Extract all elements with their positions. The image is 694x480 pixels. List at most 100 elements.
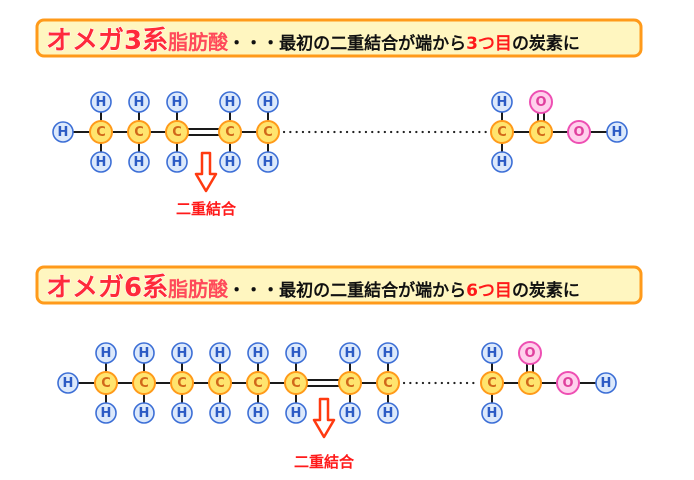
- omega3-banner: オメガ3系脂肪酸・・・最初の二重結合が端から3つ目の炭素に: [35, 18, 643, 58]
- omega3-carbon-1-circle: [89, 120, 113, 144]
- omega3-carbon-2: C: [127, 120, 151, 144]
- omega3-banner-box: [35, 18, 643, 58]
- omega6-carbon-8-h-top: H: [377, 342, 399, 364]
- omega3-carbon-1-h-top-label: H: [96, 95, 107, 110]
- omega6-carbon-1-h-top-circle: [95, 342, 117, 364]
- omega3-carbon-1-h-bottom: H: [90, 151, 112, 173]
- omega3-carbon-1-h-top: H: [90, 91, 112, 113]
- omega3-acid-label: 脂肪酸: [168, 30, 229, 54]
- omega6-carbon-6-h-top-label: H: [291, 346, 302, 361]
- omega6-carbon-6-h-bottom-label: H: [291, 406, 302, 421]
- omega6-carbon-4-circle: [208, 371, 232, 395]
- omega6-carbon-2: C: [132, 371, 156, 395]
- omega3-carbon-terminal: C: [490, 120, 514, 144]
- omega6-hydroxyl-oxygen-label: O: [562, 376, 573, 391]
- omega3-carbon-terminal-label: C: [497, 125, 507, 140]
- omega6-carbon-7: C: [338, 371, 362, 395]
- omega6-carbon-terminal-h-top-circle: [481, 342, 503, 364]
- omega3-carbon-terminal-h-bottom-label: H: [497, 155, 508, 170]
- omega6-carbonyl-oxygen-label: O: [524, 346, 535, 361]
- omega3-h-start-label: H: [58, 125, 69, 140]
- omega3-carbon-5: C: [256, 120, 280, 144]
- omega6-carbon-2-h-top-circle: [133, 342, 155, 364]
- omega6-carbon-5: C: [246, 371, 270, 395]
- omega6-carbon-terminal: C: [480, 371, 504, 395]
- omega6-carbon-7-h-bottom-label: H: [345, 406, 356, 421]
- omega6-carbon-3-h-top: H: [171, 342, 193, 364]
- omega3-title: オメガ3系脂肪酸・・・最初の二重結合が端から3つ目の炭素に: [46, 26, 580, 56]
- omega3-carbon-1-label: C: [96, 125, 106, 140]
- omega6-carbon-8: C: [376, 371, 400, 395]
- omega6-carboxyl-carbon: C: [518, 371, 542, 395]
- omega3-carbon-4-h-top-label: H: [225, 95, 236, 110]
- omega6-banner-box: [35, 265, 643, 305]
- omega6-hydroxyl-hydrogen-circle: [595, 372, 617, 394]
- omega3-carbon-2-h-bottom-label: H: [134, 155, 145, 170]
- omega6-carbon-8-h-top-label: H: [383, 346, 394, 361]
- omega6-carbon-terminal-h-bottom: H: [481, 402, 503, 424]
- omega6-carbon-7-h-top: H: [339, 342, 361, 364]
- omega3-carbon-3-h-top-label: H: [172, 95, 183, 110]
- omega6-carbon-1: C: [94, 371, 118, 395]
- omega3-carbon-2-h-bottom: H: [128, 151, 150, 173]
- omega3-double-bond-arrow: [194, 151, 218, 193]
- omega3-carbon-2-label: C: [134, 125, 144, 140]
- omega3-carbonyl-oxygen: O: [529, 90, 553, 114]
- omega6-carbon-4-h-top-circle: [209, 342, 231, 364]
- omega3-carbon-5-h-top-circle: [257, 91, 279, 113]
- omega6-carbon-4-h-bottom-label: H: [215, 406, 226, 421]
- omega3-double-bond-callout: 二重結合: [176, 151, 237, 218]
- omega3-h-start-circle: [52, 121, 74, 143]
- omega3-double-bond-label: 二重結合: [176, 200, 237, 218]
- omega6-carbon-7-h-top-label: H: [345, 346, 356, 361]
- omega3-h-start: H: [52, 121, 74, 143]
- omega6-carbon-5-label: C: [253, 376, 263, 391]
- omega3-label: オメガ3系: [46, 26, 168, 56]
- omega6-carbon-1-h-bottom-label: H: [101, 406, 112, 421]
- omega3-carbon-terminal-h-top: H: [491, 91, 513, 113]
- omega6-carbon-terminal-label: C: [487, 376, 497, 391]
- omega3-carbon-4: C: [218, 120, 242, 144]
- omega6-hydroxyl-oxygen-circle: [556, 371, 580, 395]
- omega6-carbon-5-h-bottom: H: [247, 402, 269, 424]
- omega6-carbon-1-h-top: H: [95, 342, 117, 364]
- omega3-carbon-2-h-top-circle: [128, 91, 150, 113]
- omega6-carbonyl-oxygen-circle: [518, 341, 542, 365]
- omega3-carbon-5-label: C: [263, 125, 273, 140]
- omega6-carbon-terminal-h-bottom-circle: [481, 402, 503, 424]
- omega6-carbon-2-label: C: [139, 376, 149, 391]
- omega3-carbon-5-circle: [256, 120, 280, 144]
- omega3-carbon-4-h-bottom-circle: [219, 151, 241, 173]
- omega3-desc-emphasis: 3つ目: [466, 34, 512, 54]
- omega6-carbon-7-circle: [338, 371, 362, 395]
- omega6-carbon-3-circle: [170, 371, 194, 395]
- omega6-h-start-circle: [57, 372, 79, 394]
- omega3-carbon-1-h-bottom-label: H: [96, 155, 107, 170]
- omega3-carbon-1: C: [89, 120, 113, 144]
- omega3-carbon-3-h-bottom-circle: [166, 151, 188, 173]
- omega3-carbon-5-h-top-label: H: [263, 95, 274, 110]
- omega6-carbon-terminal-circle: [480, 371, 504, 395]
- omega6-carbon-terminal-h-top-label: H: [487, 346, 498, 361]
- omega3-hydroxyl-hydrogen: H: [606, 121, 628, 143]
- omega6-hydroxyl-hydrogen-label: H: [601, 376, 612, 391]
- omega3-carbon-2-h-top-label: H: [134, 95, 145, 110]
- omega3-hydroxyl-oxygen-circle: [567, 120, 591, 144]
- omega6-double-bond-label: 二重結合: [294, 453, 355, 471]
- omega6-carbon-4-label: C: [215, 376, 225, 391]
- omega6-desc-emphasis: 6つ目: [466, 281, 512, 301]
- omega6-carbon-8-h-bottom-circle: [377, 402, 399, 424]
- omega6-carbon-7-h-top-circle: [339, 342, 361, 364]
- omega3-hydroxyl-hydrogen-label: H: [612, 125, 623, 140]
- omega3-carbon-3-label: C: [172, 125, 182, 140]
- omega6-desc-pre: ・・・最初の二重結合が端から: [228, 280, 466, 301]
- omega6-carbon-5-h-bottom-label: H: [253, 406, 264, 421]
- omega3-carbon-4-h-top-circle: [219, 91, 241, 113]
- omega6-carbon-4-h-bottom: H: [209, 402, 231, 424]
- omega6-carbon-2-h-bottom-label: H: [139, 406, 150, 421]
- omega6-carbon-3-h-top-label: H: [177, 346, 188, 361]
- omega6-carbonyl-oxygen: O: [518, 341, 542, 365]
- omega6-carbon-6-h-bottom-circle: [285, 402, 307, 424]
- omega3-desc-post: の炭素に: [512, 33, 580, 54]
- omega6-carbon-2-h-bottom: H: [133, 402, 155, 424]
